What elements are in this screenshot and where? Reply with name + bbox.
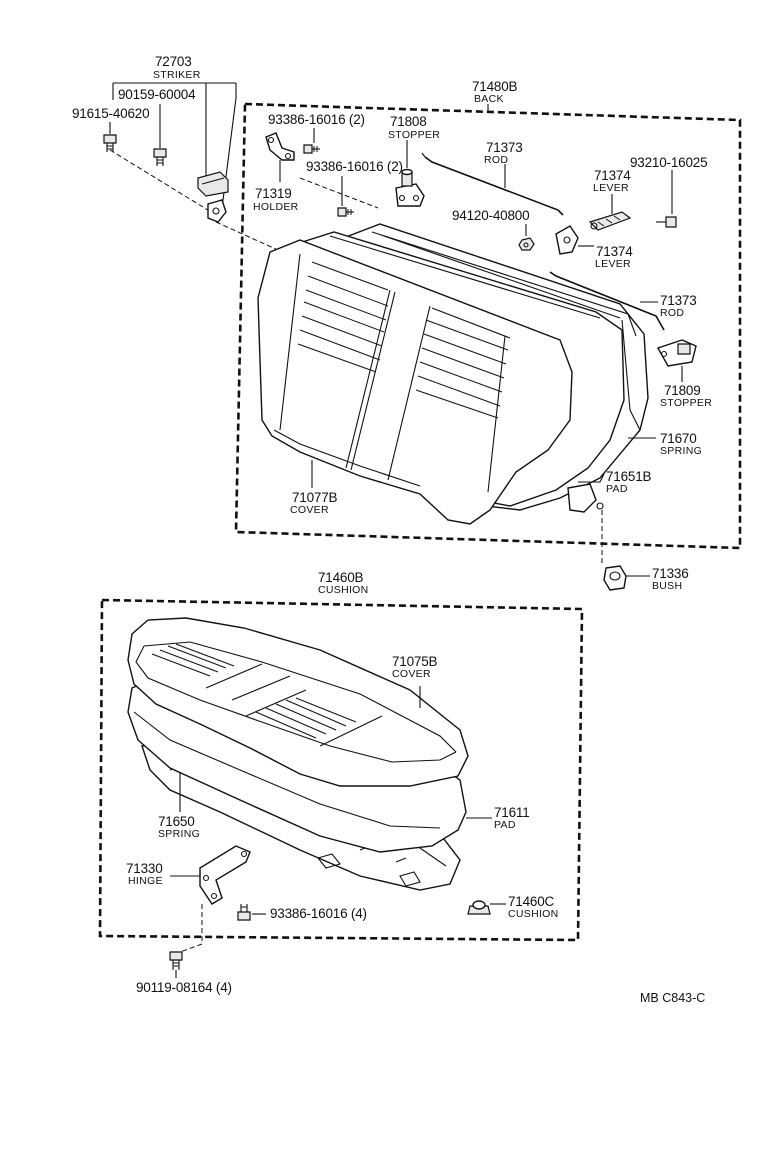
stopper-71808-name: STOPPER <box>388 129 440 141</box>
lever-lower-part <box>555 225 594 255</box>
striker-number: 72703 <box>155 54 192 69</box>
cushion-c-number: 71460C <box>508 894 555 909</box>
cushion-assembly-box <box>98 598 584 942</box>
nut-94120-icon <box>518 237 535 251</box>
rod-upper-number: 71373 <box>486 140 523 155</box>
cushion-number: 71460B <box>318 570 364 585</box>
spring-back-number: 71670 <box>660 431 697 446</box>
rod-upper-part <box>421 152 564 216</box>
diagram-code: MB C843-C <box>640 991 705 1005</box>
bolt-91615-label: 91615-40620 <box>72 106 149 121</box>
cover-back-name: COVER <box>290 504 329 516</box>
bolt-90159-icon <box>153 148 167 166</box>
cover-cushion-name: COVER <box>392 668 431 680</box>
hinge-number: 71330 <box>126 861 163 876</box>
screw-93386-b-icon <box>337 176 354 217</box>
back-assembly-box <box>234 102 742 550</box>
stopper-71809-number: 71809 <box>664 383 701 398</box>
bolt-90119-icon <box>169 951 183 978</box>
rod-lower-name: ROD <box>660 307 684 319</box>
lever-upper-number: 71374 <box>594 168 631 183</box>
back-hinge-bracket <box>567 483 604 566</box>
bush-part <box>603 565 650 591</box>
back-name: BACK <box>474 93 504 105</box>
lever-lower-name: LEVER <box>595 258 631 270</box>
rod-upper-name: ROD <box>484 154 508 166</box>
bush-number: 71336 <box>652 566 689 581</box>
rod-lower-number: 71373 <box>660 293 697 308</box>
back-number: 71480B <box>472 79 518 94</box>
holder-number: 71319 <box>255 186 292 201</box>
pad-cushion-number: 71611 <box>494 805 530 820</box>
striker-part <box>197 171 229 223</box>
striker-name: STRIKER <box>153 69 201 81</box>
screw-93386-a-label: 93386-16016 (2) <box>268 112 365 127</box>
cushion-c-name: CUSHION <box>508 908 559 920</box>
pad-back-name: PAD <box>606 483 628 495</box>
hinge-part <box>170 845 251 953</box>
holder-part <box>265 132 295 182</box>
bolt-90119-label: 90119-08164 (4) <box>136 980 232 995</box>
bush-name: BUSH <box>652 580 682 592</box>
rod-lower-part <box>549 271 665 331</box>
cover-back-number: 71077B <box>292 490 338 505</box>
cushion-bumper-part <box>467 900 506 915</box>
lever-upper-name: LEVER <box>593 182 629 194</box>
lever-upper-part <box>588 194 632 231</box>
nut-94120-label: 94120-40800 <box>452 208 529 223</box>
screw-93210-label: 93210-16025 <box>630 155 707 170</box>
pad-cushion-name: PAD <box>494 819 516 831</box>
stopper-71808-part <box>395 140 425 207</box>
screw-93210-icon <box>656 170 677 228</box>
spring-back-name: SPRING <box>660 445 702 457</box>
screw-93386-c-icon <box>237 904 266 921</box>
seat-back-cover <box>257 239 573 525</box>
spring-cushion-name: SPRING <box>158 828 200 840</box>
cushion-cover <box>127 617 469 787</box>
hinge-name: HINGE <box>128 875 163 887</box>
stopper-71809-part <box>656 339 697 382</box>
cover-cushion-number: 71075B <box>392 654 438 669</box>
stopper-71809-name: STOPPER <box>660 397 712 409</box>
bolt-90159-label: 90159-60004 <box>118 87 196 102</box>
cushion-name: CUSHION <box>318 584 369 596</box>
screw-93386-c-label: 93386-16016 (4) <box>270 906 367 921</box>
screw-93386-b-label: 93386-16016 (2) <box>306 159 403 174</box>
bolt-91615-icon <box>103 134 117 152</box>
lever-lower-number: 71374 <box>596 244 633 259</box>
pad-back-number: 71651B <box>606 469 652 484</box>
spring-cushion-number: 71650 <box>158 814 195 829</box>
holder-name: HOLDER <box>253 201 299 213</box>
stopper-71808-number: 71808 <box>390 114 427 129</box>
screw-93386-a-icon <box>303 144 320 154</box>
